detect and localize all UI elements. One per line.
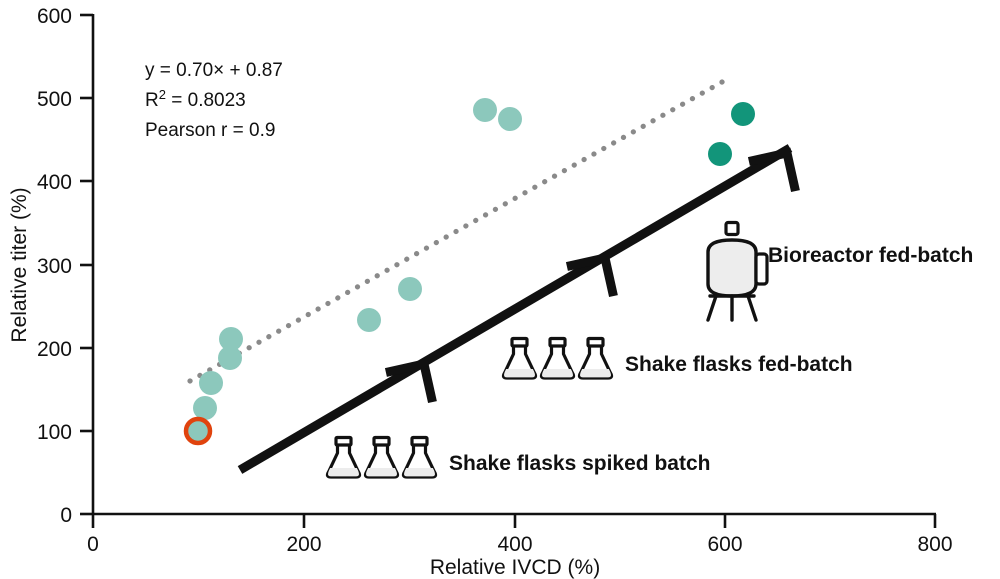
x-axis-title: Relative IVCD (%) (430, 556, 600, 579)
data-point (219, 327, 243, 351)
arrow-head (747, 147, 800, 193)
callout-fed-batch: Shake flasks fed-batch (501, 336, 853, 380)
y-axis-title: Relative titer (%) (8, 187, 31, 342)
pearson-r: Pearson r = 0.9 (145, 120, 275, 141)
y-tick-label-100: 100 (37, 421, 72, 444)
data-point-reference-highlighted (183, 416, 213, 446)
y-tick-label-200: 200 (37, 338, 72, 361)
arrow-chevron-2 (565, 252, 618, 298)
data-point-bioreactor (708, 142, 732, 166)
regression-trendline (187, 74, 734, 384)
x-tick-label-400: 400 (497, 533, 532, 556)
callout-label-fed-batch: Shake flasks fed-batch (625, 353, 853, 376)
data-points-layer (183, 98, 755, 446)
data-point (357, 308, 381, 332)
y-tick-label-500: 500 (37, 88, 72, 111)
x-tick-label-600: 600 (707, 533, 742, 556)
callout-bioreactor: Bioreactor fed-batch (706, 220, 973, 322)
data-point (218, 346, 242, 370)
data-point (498, 107, 522, 131)
x-axis: 0 200 400 600 800 Relative IVCD (%) (87, 512, 953, 579)
data-point (398, 277, 422, 301)
r-squared-superscript: 2 (159, 87, 166, 102)
data-point (199, 371, 223, 395)
y-tick-label-400: 400 (37, 171, 72, 194)
callout-spiked-batch: Shake flasks spiked batch (325, 435, 710, 479)
data-point (193, 396, 217, 420)
x-tick-label-0: 0 (87, 533, 99, 556)
data-point (473, 98, 497, 122)
arrow-shaft (237, 144, 793, 474)
callout-label-spiked-batch: Shake flasks spiked batch (449, 452, 710, 475)
y-tick-label-300: 300 (37, 255, 72, 278)
regression-equation: y = 0.70× + 0.87 (145, 60, 283, 81)
statistics-annotation: y = 0.70× + 0.87 R2 = 0.8023 Pearson r =… (145, 60, 283, 141)
three-flasks-icon (325, 435, 438, 479)
x-tick-label-800: 800 (917, 533, 952, 556)
r-squared-value: = 0.8023 (166, 90, 246, 111)
y-axis: 600 500 400 300 200 100 0 Relative titer… (8, 5, 95, 527)
x-tick-label-200: 200 (286, 533, 321, 556)
process-progression-arrow (237, 144, 800, 474)
r-squared-prefix: R (145, 90, 159, 111)
data-point-bioreactor (731, 102, 755, 126)
arrow-chevron-1 (384, 358, 437, 404)
bioreactor-icon (706, 220, 769, 322)
y-tick-label-600: 600 (37, 5, 72, 28)
three-flasks-icon (501, 336, 614, 380)
r-squared-line: R2 = 0.8023 (145, 87, 246, 111)
y-tick-label-0: 0 (60, 504, 72, 527)
callout-label-bioreactor: Bioreactor fed-batch (768, 244, 973, 267)
